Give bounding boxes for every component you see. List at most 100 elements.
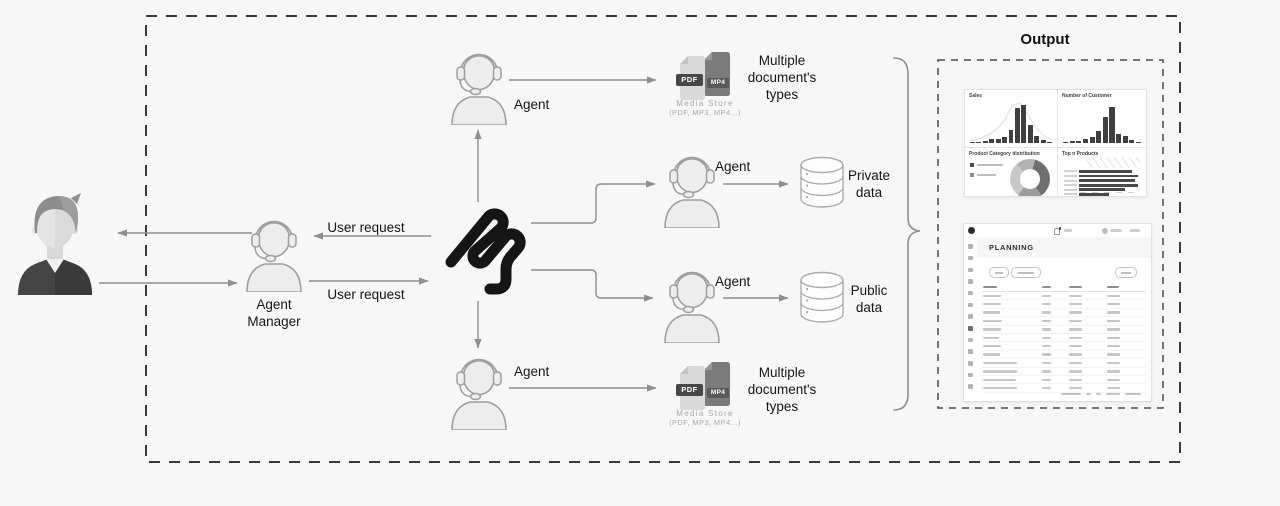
legend-swatch — [970, 173, 974, 177]
planning-table-rows — [983, 292, 1146, 393]
mini-user-avatar — [1102, 227, 1108, 234]
sidebar-mini-icon — [968, 349, 973, 354]
agent-manager — [242, 212, 306, 292]
media-store-top: PDF MP4 — [672, 48, 738, 106]
bar — [1034, 135, 1040, 143]
bar — [976, 141, 982, 143]
donut-hole — [1020, 169, 1040, 189]
sales-panel: Sales — [965, 90, 1057, 147]
user-avatar-icon — [18, 193, 92, 295]
hbar-row — [1064, 192, 1138, 196]
user-avatar — [15, 185, 95, 295]
public-database-icon — [799, 271, 845, 323]
bar — [1109, 107, 1115, 143]
media-store-bottom: PDF MP4 — [672, 358, 738, 416]
sidebar-mini-icon — [968, 314, 973, 319]
hbar-row — [1064, 170, 1138, 173]
public-data-label: Public data — [850, 283, 888, 315]
bar — [1008, 129, 1014, 143]
sidebar-mini-icon — [968, 372, 973, 378]
pdf-file-badge: PDF — [676, 74, 703, 86]
hbar-row — [1064, 174, 1138, 178]
top-products-panel: Top n Products — [1058, 148, 1146, 196]
axis-ticks-placeholder — [1080, 191, 1134, 193]
bar — [995, 138, 1001, 143]
table-row — [983, 326, 1146, 334]
output-dashboard-planning: PLANNING — [963, 223, 1152, 402]
agent-mid-bottom-label: Agent — [715, 274, 751, 289]
table-row — [983, 376, 1146, 385]
sales-bars — [970, 105, 1052, 143]
topbar-text-placeholder — [1064, 229, 1072, 232]
table-row — [983, 309, 1146, 318]
legend-item — [970, 163, 1003, 167]
sidebar-mini-icon — [968, 302, 973, 308]
table-row — [983, 384, 1146, 393]
bar — [1027, 125, 1033, 143]
hbar-row — [1064, 183, 1138, 187]
top-products-bars — [1064, 170, 1138, 196]
planning-header-strip — [977, 237, 1151, 258]
sidebar-mini-icon — [968, 337, 973, 343]
agent-manager-icon — [246, 220, 302, 292]
table-row — [983, 351, 1146, 360]
diagonal-labels-placeholder — [1086, 157, 1140, 168]
sales-panel-title: Sales — [969, 93, 983, 99]
notifications-icon — [1054, 227, 1061, 235]
output-section-title: Output — [1020, 31, 1070, 48]
brand-logo — [440, 202, 535, 302]
agent-mid-top-label: Agent — [715, 159, 751, 174]
bar — [1063, 141, 1069, 143]
bar — [1096, 130, 1102, 143]
legend-item — [970, 173, 1003, 177]
sidebar-mini-icon — [968, 267, 973, 273]
media-store-formats-top: (PDF, MP3, MP4...) — [669, 108, 741, 117]
agent-icon — [451, 358, 507, 430]
customers-panel-title: Number of Customer — [1062, 93, 1112, 99]
arrow-core-to-agent-midbottom — [531, 269, 654, 302]
planning-topbar — [964, 224, 1151, 238]
user-request-label-top: User request — [327, 220, 405, 235]
media-store-formats-bottom: (PDF, MP3, MP4...) — [669, 418, 741, 427]
table-row — [983, 342, 1146, 351]
action-button-placeholder — [1115, 267, 1137, 278]
bar — [970, 141, 975, 143]
hbar-row — [1064, 188, 1138, 192]
private-database-icon — [799, 156, 845, 208]
agent-icon — [451, 53, 507, 125]
output-dashboard-charts: Sales Number of Customer Product Categor… — [964, 89, 1147, 197]
agent-top — [447, 45, 511, 125]
bar — [1069, 141, 1075, 143]
planning-table-header — [983, 283, 1146, 292]
legend-text-placeholder — [977, 173, 996, 177]
bar — [1021, 105, 1027, 143]
bar — [1122, 136, 1128, 143]
bar — [1082, 138, 1088, 143]
bar — [1002, 137, 1008, 143]
category-donut-chart — [1010, 159, 1050, 196]
sidebar-mini-icon — [968, 384, 973, 389]
bar — [1135, 141, 1141, 143]
sales-trend-curve — [970, 102, 1052, 142]
customers-panel: Number of Customer — [1058, 90, 1146, 147]
agent-bottom-label: Agent — [514, 364, 550, 379]
bar — [1047, 141, 1052, 143]
planning-sidebar — [964, 237, 978, 401]
topbar-menu-placeholder — [1130, 229, 1140, 232]
sidebar-mini-icon — [968, 244, 973, 249]
bar — [1129, 140, 1135, 143]
brand-logo-icon — [445, 208, 526, 295]
curly-brace — [893, 57, 921, 411]
sidebar-mini-icon — [968, 290, 973, 296]
planning-title: PLANNING — [989, 243, 1034, 252]
multiple-docs-label-top: Multiple document's types — [747, 53, 817, 102]
media-store-title-bottom: Media Store — [676, 409, 734, 418]
agent-manager-label: Agent Manager — [247, 297, 301, 329]
user-request-label-bottom: User request — [327, 287, 405, 302]
media-store-title-top: Media Store — [676, 99, 734, 108]
filter-button-placeholder — [989, 267, 1009, 278]
sidebar-mini-icon — [968, 279, 973, 284]
table-row — [983, 300, 1146, 309]
